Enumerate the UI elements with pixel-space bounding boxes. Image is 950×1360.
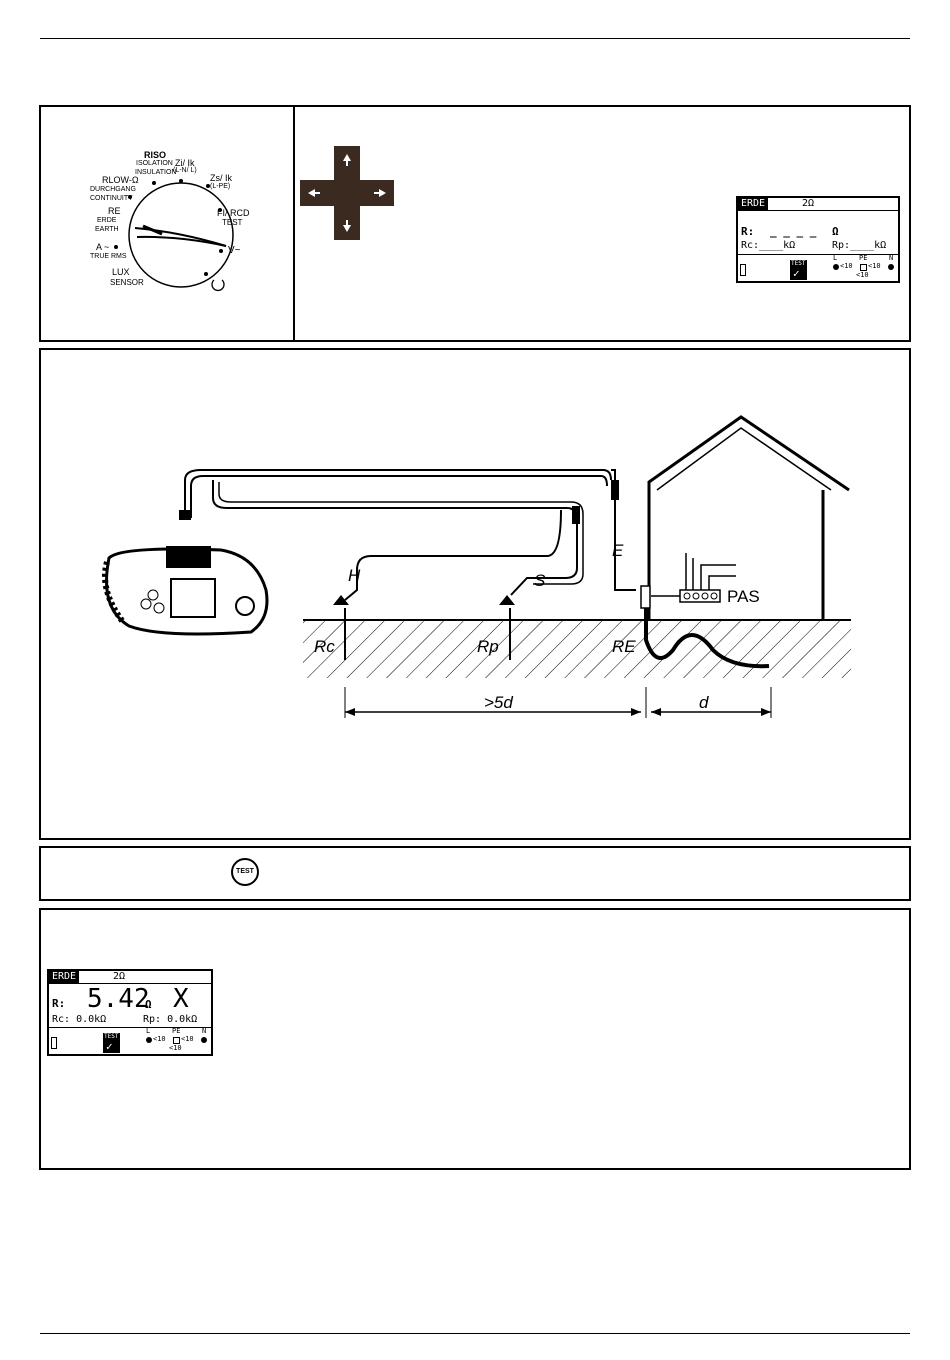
terminal-l-icon [833,264,839,270]
lcd-result-fail-icon: X [173,984,189,1014]
label-rlow: RLOW-Ω [102,175,139,185]
lead-h-label: H [348,566,361,585]
result-terminal-pe-icon [173,1037,180,1044]
lcd-l: L [833,254,838,262]
lcd-lt10-a: <10 [840,262,853,270]
battery-icon [740,264,746,276]
label-zi-sub: (L-N/ L) [173,167,197,174]
distance-5d-label: >5d [484,693,513,712]
lcd-result-rp: Rp: 0.0kΩ [143,1014,198,1025]
distance-d-label: d [699,693,709,712]
lcd-result-divider [49,1027,211,1028]
lcd-result-header [49,971,211,984]
label-continuity: CONTINUITY [90,195,133,202]
selector-dial-icon [114,179,234,292]
terminal-pe-icon [860,264,867,271]
lcd-result-r-unit: Ω [145,998,152,1011]
label-voltage: V~ [228,245,241,256]
label-zi: Zi/ Ik [175,158,195,168]
lcd-result: ERDE 2Ω R: 5.42 Ω X Rc: 0.0kΩ Rp: 0.0kΩ … [47,969,213,1056]
lcd-n: N [889,254,894,262]
panel-divider [293,106,295,341]
lcd-result-limit: 2Ω [113,971,126,982]
lcd-rp: Rp:____kΩ [832,240,887,251]
lcd-initial: ERDE 2Ω R: _ _ _ _ Ω Rc:____kΩ Rp:____kΩ… [736,196,900,283]
rc-label: Rc [314,637,335,656]
lcd-result-r-label: R: [52,997,66,1010]
terminal-n-icon [888,264,894,270]
label-rcd-test: TEST [222,218,243,227]
connection-diagram-panel [39,348,911,840]
test-status-icon: TEST ✓ [790,260,807,280]
re-label: RE [612,637,636,656]
lcd-limit: 2Ω [802,198,815,209]
lead-e-label: E [612,541,624,560]
label-earth: EARTH [95,226,119,233]
lcd-r-value: _ _ _ _ [770,225,817,238]
lcd-lt10-b: <10 [868,262,881,270]
earth-connection-diagram [102,415,851,718]
label-ampere: A ~ [96,242,110,252]
lcd-result-pe: PE [172,1027,181,1035]
lcd-rc: Rc:____kΩ [741,240,796,251]
label-zs: Zs/ Ik [210,173,232,183]
pas-label: PAS [727,587,760,606]
lcd-result-lt10-a: <10 [153,1035,166,1043]
result-test-status-icon: TEST ✓ [103,1033,120,1053]
label-durchgang: DURCHGANG [90,186,136,193]
result-terminal-l-icon [146,1037,152,1043]
lcd-result-rc: Rc: 0.0kΩ [52,1014,107,1025]
setup-panel [39,105,911,342]
label-erde: ERDE [97,217,117,224]
lcd-result-lt10-c: <10 [169,1044,182,1052]
label-re: RE [108,206,121,216]
label-sensor: SENSOR [110,278,144,287]
function-selector[interactable]: RISO ISOLATION INSULATION Zi/ Ik (L-N/ L… [80,140,280,300]
lcd-header [738,198,898,211]
result-panel [39,908,911,1170]
test-key-icon[interactable]: TEST [231,858,259,886]
cursor-keys-icon[interactable] [300,146,394,240]
lcd-result-function: ERDE [49,971,80,983]
label-lux: LUX [112,267,130,277]
lead-s-label: S [534,571,546,590]
lcd-result-r-value: 5.42 [87,984,150,1014]
label-insulation: INSULATION [135,169,177,176]
result-battery-icon [51,1037,57,1049]
lcd-r-label: R: [741,225,755,238]
label-isolation: ISOLATION [136,160,173,167]
top-rule [40,38,910,39]
lcd-r-unit: Ω [832,225,839,238]
label-riso: RISO [144,150,167,160]
label-true-rms: TRUE RMS [90,253,127,260]
lcd-result-n: N [202,1027,207,1035]
lcd-function: ERDE [738,198,769,210]
lcd-divider [738,254,898,255]
lcd-result-lt10-b: <10 [181,1035,194,1043]
lcd-lt10-c: <10 [856,271,869,279]
test-key-panel [39,846,911,901]
result-terminal-n-icon [201,1037,207,1043]
label-zs-sub: (L-PE) [210,183,231,190]
rp-label: Rp [477,637,499,656]
bottom-rule [40,1333,910,1334]
label-rcd: FI/ RCD [217,208,250,218]
lcd-pe: PE [859,254,868,262]
lcd-result-l: L [146,1027,151,1035]
